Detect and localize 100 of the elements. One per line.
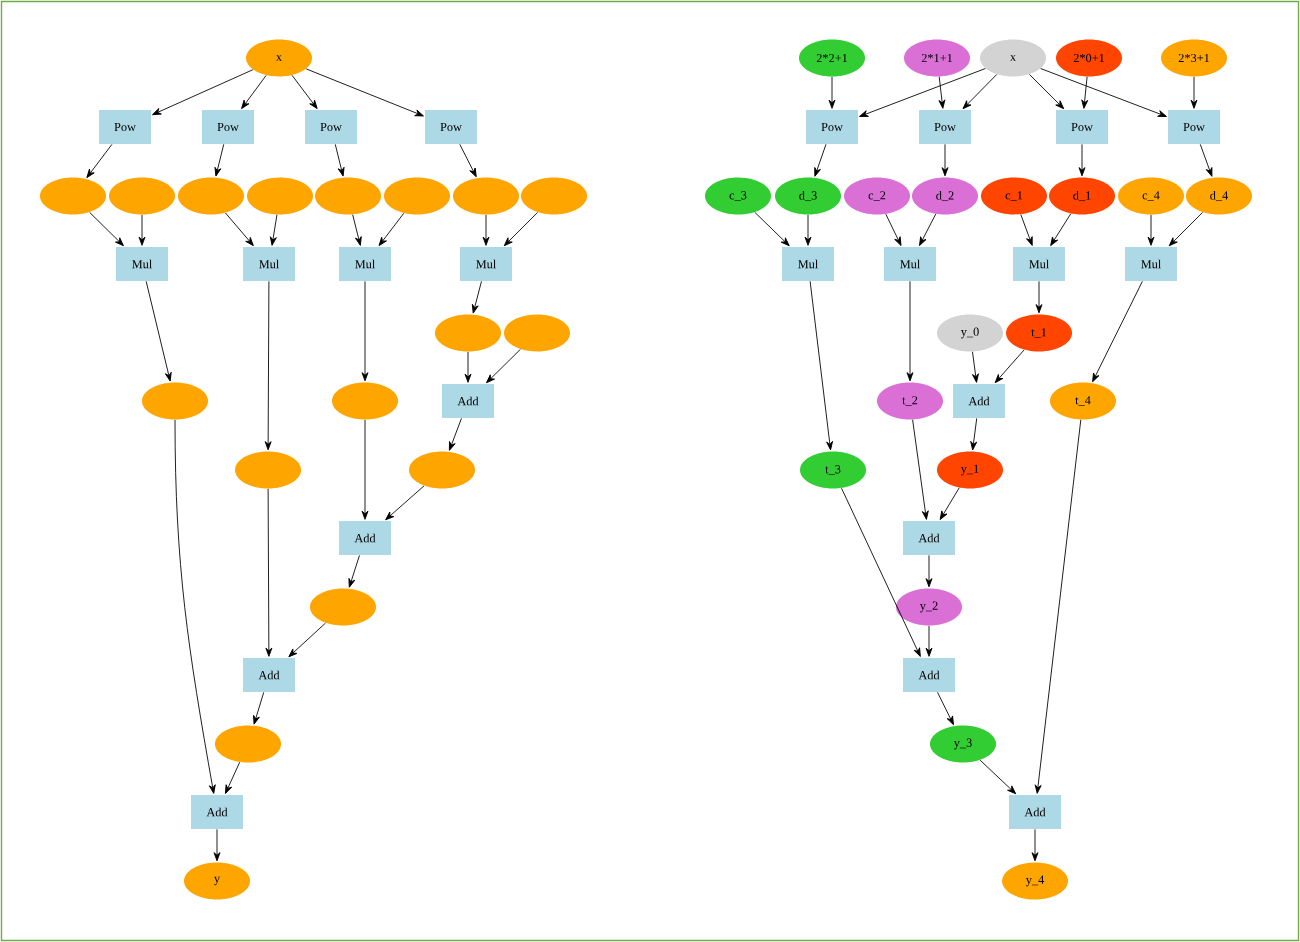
arrow xyxy=(970,417,978,451)
arrow xyxy=(264,280,272,451)
operation-box: Mul xyxy=(339,247,391,281)
value-ellipse xyxy=(235,451,301,489)
value-ellipse xyxy=(247,177,313,215)
arrow xyxy=(291,74,318,110)
arrow xyxy=(503,211,539,247)
value-ellipse xyxy=(409,451,475,489)
arrow xyxy=(385,485,425,521)
arrow xyxy=(241,74,267,110)
value-ellipse xyxy=(332,382,398,420)
arrow xyxy=(464,351,472,383)
arrow xyxy=(214,143,225,177)
operation-box: Add xyxy=(1009,795,1061,829)
value-ellipse xyxy=(504,314,570,352)
arrow xyxy=(265,488,273,657)
operation-box: Pow xyxy=(1168,110,1220,144)
arrow xyxy=(352,214,362,246)
arrow xyxy=(972,351,979,383)
operation-box: Add xyxy=(903,521,955,555)
arrow xyxy=(941,143,949,177)
operation-box: Pow xyxy=(1056,110,1108,144)
arrow xyxy=(1050,213,1072,246)
arrow xyxy=(1031,828,1039,862)
arrow xyxy=(938,76,946,109)
value-ellipse xyxy=(384,177,450,215)
arrow xyxy=(145,280,172,382)
arrow xyxy=(804,214,812,246)
arrow xyxy=(994,349,1025,384)
arrow xyxy=(1029,73,1065,110)
arrow xyxy=(253,691,265,725)
operation-box: Mul xyxy=(460,247,512,281)
operation-box: Add xyxy=(191,795,243,829)
value-ellipse xyxy=(40,177,106,215)
value-ellipse xyxy=(142,382,208,420)
operation-box: Pow xyxy=(806,110,858,144)
arrow xyxy=(225,761,241,794)
arrow xyxy=(1081,76,1089,109)
arrow xyxy=(754,211,790,247)
arrow xyxy=(486,348,521,384)
arrow xyxy=(288,622,326,658)
arrow xyxy=(1092,280,1143,383)
value-ellipse xyxy=(435,314,501,352)
arrow xyxy=(962,74,998,110)
arrow xyxy=(828,76,836,109)
arrow xyxy=(459,143,477,178)
arrow xyxy=(213,828,221,862)
arrow xyxy=(885,213,902,246)
operation-box: Mul xyxy=(116,247,168,281)
value-ellipse xyxy=(453,177,519,215)
arrow xyxy=(1078,143,1086,177)
arrow xyxy=(925,625,933,657)
arrow xyxy=(1035,280,1043,314)
arrow xyxy=(348,554,360,588)
arrow xyxy=(912,419,929,520)
arrow xyxy=(1040,68,1167,117)
arrow xyxy=(1020,214,1033,246)
operation-box: Pow xyxy=(919,110,971,144)
arrow xyxy=(1168,211,1204,247)
operation-box: Add xyxy=(953,384,1005,418)
arrow xyxy=(138,214,146,246)
arrow xyxy=(814,143,827,177)
arrow xyxy=(906,280,914,382)
arrow xyxy=(174,419,216,794)
arrow xyxy=(86,143,113,179)
arrow xyxy=(1147,214,1155,246)
value-ellipse xyxy=(315,177,381,215)
arrow xyxy=(919,213,937,246)
arrow xyxy=(89,211,124,247)
operation-box: Mul xyxy=(1125,247,1177,281)
arrow xyxy=(1190,76,1198,109)
arrow xyxy=(841,487,921,657)
operation-box: Pow xyxy=(425,110,477,144)
arrow xyxy=(152,69,254,116)
operation-box: Pow xyxy=(99,110,151,144)
arrow xyxy=(1199,143,1213,177)
operation-box: Mul xyxy=(884,247,936,281)
arrow xyxy=(471,280,482,314)
arrow xyxy=(305,68,424,117)
value-ellipse xyxy=(310,588,376,626)
operation-box: Pow xyxy=(305,110,357,144)
operation-box: Add xyxy=(339,521,391,555)
arrow xyxy=(979,759,1017,795)
arrow xyxy=(361,280,369,382)
arrow xyxy=(859,68,986,117)
operation-box: Add xyxy=(903,658,955,692)
arrow xyxy=(448,417,462,451)
arrow xyxy=(334,143,345,177)
arrow xyxy=(378,212,405,247)
operation-box: Pow xyxy=(202,110,254,144)
value-ellipse xyxy=(109,177,175,215)
value-ellipse xyxy=(521,177,587,215)
operation-box: Mul xyxy=(782,247,834,281)
arrow xyxy=(925,554,933,588)
value-ellipse xyxy=(215,725,281,763)
arrow xyxy=(269,214,278,246)
operation-box: Add xyxy=(442,384,494,418)
operation-box: Add xyxy=(243,658,295,692)
arrow xyxy=(937,691,954,726)
arrow xyxy=(225,212,254,247)
